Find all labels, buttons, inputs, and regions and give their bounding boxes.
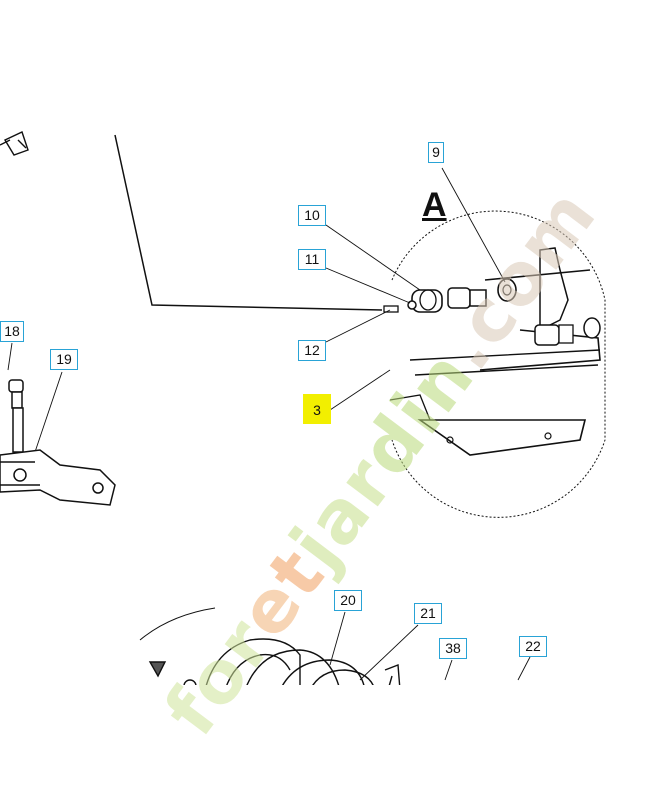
callout-19[interactable]: 19 xyxy=(50,349,78,370)
callout-11[interactable]: 11 xyxy=(298,249,326,270)
callout-3-highlighted[interactable]: 3 xyxy=(303,394,331,424)
leader-line-main xyxy=(114,134,383,311)
callout-38[interactable]: 38 xyxy=(439,638,467,659)
callout-leaders xyxy=(7,167,531,681)
detail-view-a xyxy=(383,210,606,518)
callout-21[interactable]: 21 xyxy=(414,603,442,624)
bolt-part xyxy=(447,287,487,309)
callout-18[interactable]: 18 xyxy=(0,321,24,342)
callout-20[interactable]: 20 xyxy=(334,590,362,611)
callout-12[interactable]: 12 xyxy=(298,340,326,361)
callout-22[interactable]: 22 xyxy=(519,636,547,657)
bracket-fragment xyxy=(0,131,29,156)
washer-part xyxy=(497,278,517,302)
callout-10[interactable]: 10 xyxy=(298,205,326,226)
section-label-a: A xyxy=(422,186,447,224)
left-arm-assembly xyxy=(0,379,116,506)
callout-9[interactable]: 9 xyxy=(428,142,444,163)
bushing-part xyxy=(411,289,443,313)
